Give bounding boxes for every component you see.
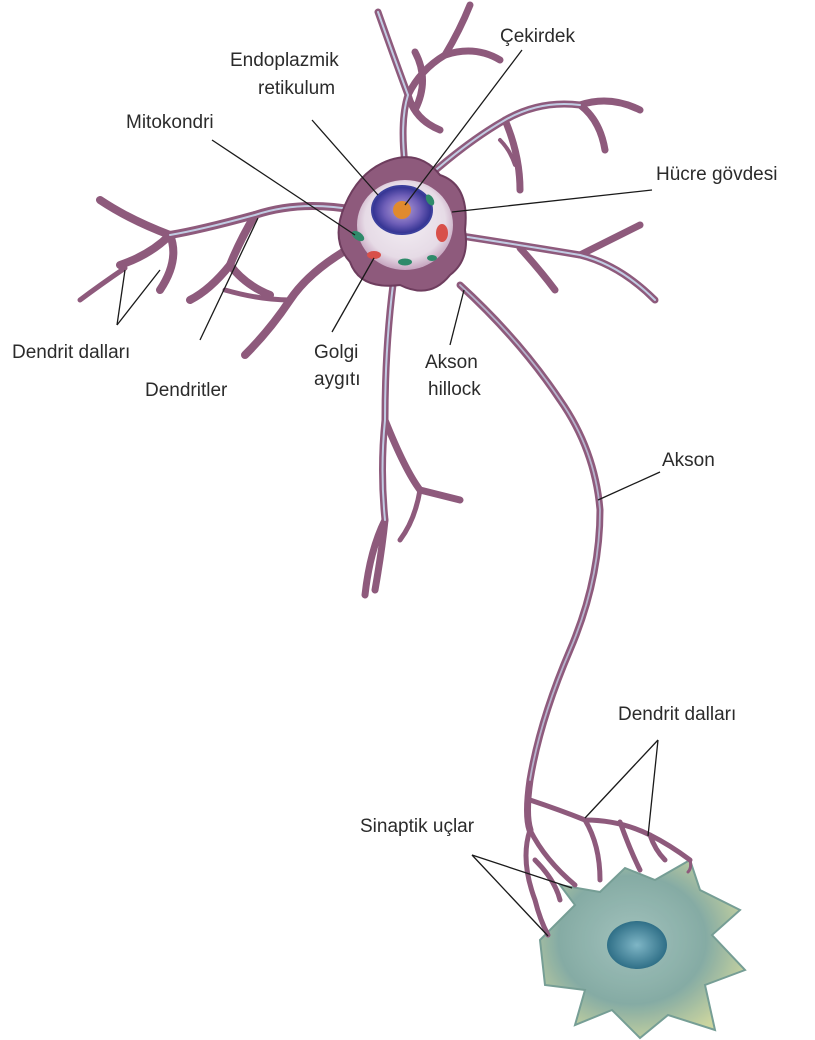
label-endoplazmik-line2: retikulum — [258, 78, 335, 99]
right-dendrites — [455, 225, 655, 300]
left-dendrites — [80, 200, 355, 355]
label-golgi-line2: aygıtı — [314, 369, 360, 390]
label-akson-hillock-line2: hillock — [428, 379, 481, 400]
golgi-apparatus — [367, 251, 381, 259]
lower-dendrite — [365, 270, 460, 595]
label-dendrit-dallari-right: Dendrit dalları — [618, 704, 736, 725]
label-hucre-govdesi: Hücre gövdesi — [656, 164, 777, 185]
leader-akson — [598, 472, 660, 500]
label-mitokondri: Mitokondri — [126, 112, 214, 133]
label-endoplazmik-line1: Endoplazmik — [230, 50, 339, 71]
labels: Çekirdek Endoplazmik retikulum Mitokondr… — [12, 26, 777, 837]
target-cell — [540, 860, 745, 1038]
neuron — [80, 5, 691, 935]
target-cell-nucleus — [607, 921, 667, 969]
leader-dendrit-dallari-right-1 — [585, 740, 658, 818]
leader-dendrit-dallari-right-2 — [648, 740, 658, 836]
leader-hucre-govdesi — [452, 190, 652, 212]
nucleolus — [393, 201, 411, 219]
label-golgi-line1: Golgi — [314, 342, 358, 363]
label-akson-hillock-line1: Akson — [425, 352, 478, 373]
label-sinaptik-uclar: Sinaptik uçlar — [360, 816, 475, 837]
axon — [460, 285, 600, 830]
label-dendritler: Dendritler — [145, 380, 228, 401]
label-cekirdek: Çekirdek — [500, 26, 575, 47]
cell-body — [339, 157, 466, 290]
label-dendrit-dallari-left: Dendrit dalları — [12, 342, 130, 363]
leader-akson-hillock — [450, 290, 464, 345]
leader-endoplazmik — [312, 120, 378, 195]
label-akson: Akson — [662, 450, 715, 471]
